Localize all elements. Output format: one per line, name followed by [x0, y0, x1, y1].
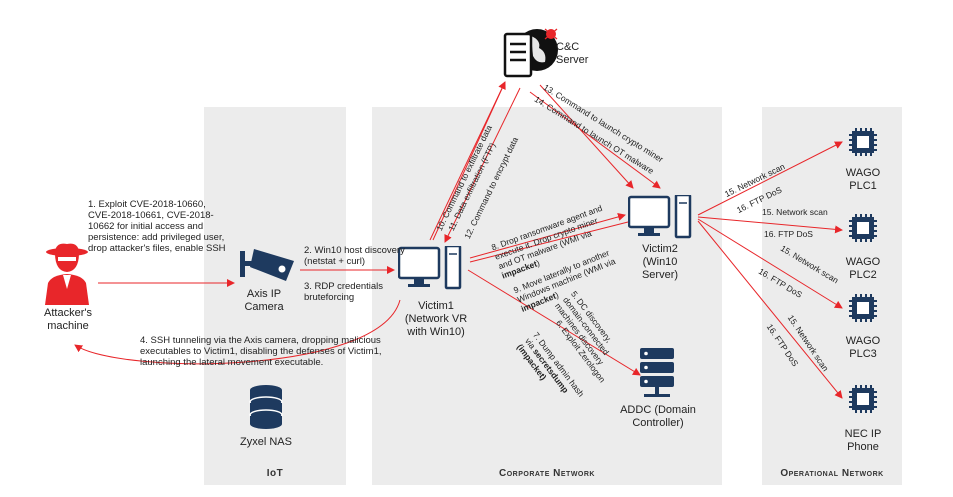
step15-label-plc2: 15. Network scan — [762, 207, 828, 217]
arrow-plc1 — [697, 141, 843, 216]
chip-icon-nec — [845, 381, 881, 422]
arrow-step10 — [432, 81, 506, 241]
attacker-icon — [42, 243, 92, 310]
camera-label: Axis IP Camera — [244, 288, 284, 313]
arrow-step4 — [74, 299, 401, 365]
victim2-label: Victim2 (Win10 Server) — [641, 243, 679, 281]
arrow-step13 — [539, 84, 634, 189]
arrow-plc2 — [697, 216, 843, 234]
victim1-label: Victim1 (Network VR with Win10) — [404, 300, 468, 338]
arrow-step14 — [529, 91, 661, 189]
operational-zone — [762, 107, 902, 485]
arrow-step12 — [444, 87, 521, 243]
cc-label: C&C Server — [556, 41, 589, 66]
step1-label: 1. Exploit CVE-2018-10660, CVE-2018-1066… — [88, 199, 226, 254]
arrow-plc3 — [697, 218, 843, 309]
server-stack-icon — [640, 348, 674, 405]
chip-icon-plc2 — [845, 210, 881, 251]
arrow-step5-7 — [467, 269, 641, 376]
database-icon — [249, 384, 283, 435]
step3-label: 3. RDP credentials bruteforcing — [304, 281, 384, 303]
iot-zone-label: IoT — [266, 468, 284, 479]
chip-icon-plc1 — [845, 124, 881, 165]
nas-label: Zyxel NAS — [240, 436, 292, 448]
cc-server-icon — [501, 26, 559, 87]
camera-icon — [240, 247, 298, 288]
step16-label-plc2: 16. FTP DoS — [764, 229, 813, 239]
attacker-label: Attacker's machine — [44, 307, 92, 332]
step2-label: 2. Win10 host discovery (netstat + curl) — [304, 245, 405, 267]
arrow-nec — [697, 220, 843, 399]
computer-icon-victim1 — [397, 244, 464, 295]
operational-zone-label: Operational Network — [780, 468, 884, 479]
plc1-label: WAGO PLC1 — [845, 167, 881, 192]
addc-label: ADDC (Domain Controller) — [620, 404, 696, 429]
step4-label: 4. SSH tunneling via the Axis camera, dr… — [140, 335, 382, 368]
plc3-label: WAGO PLC3 — [845, 335, 881, 360]
chip-icon-plc3 — [845, 290, 881, 331]
computer-icon-victim2 — [627, 193, 694, 244]
nec-label: NEC IP Phone — [844, 428, 882, 453]
arrow-step8 — [469, 213, 626, 259]
corporate-zone — [372, 107, 722, 485]
plc2-label: WAGO PLC2 — [845, 256, 881, 281]
arrow-step9 — [469, 221, 629, 263]
corporate-zone-label: Corporate Network — [499, 468, 595, 479]
